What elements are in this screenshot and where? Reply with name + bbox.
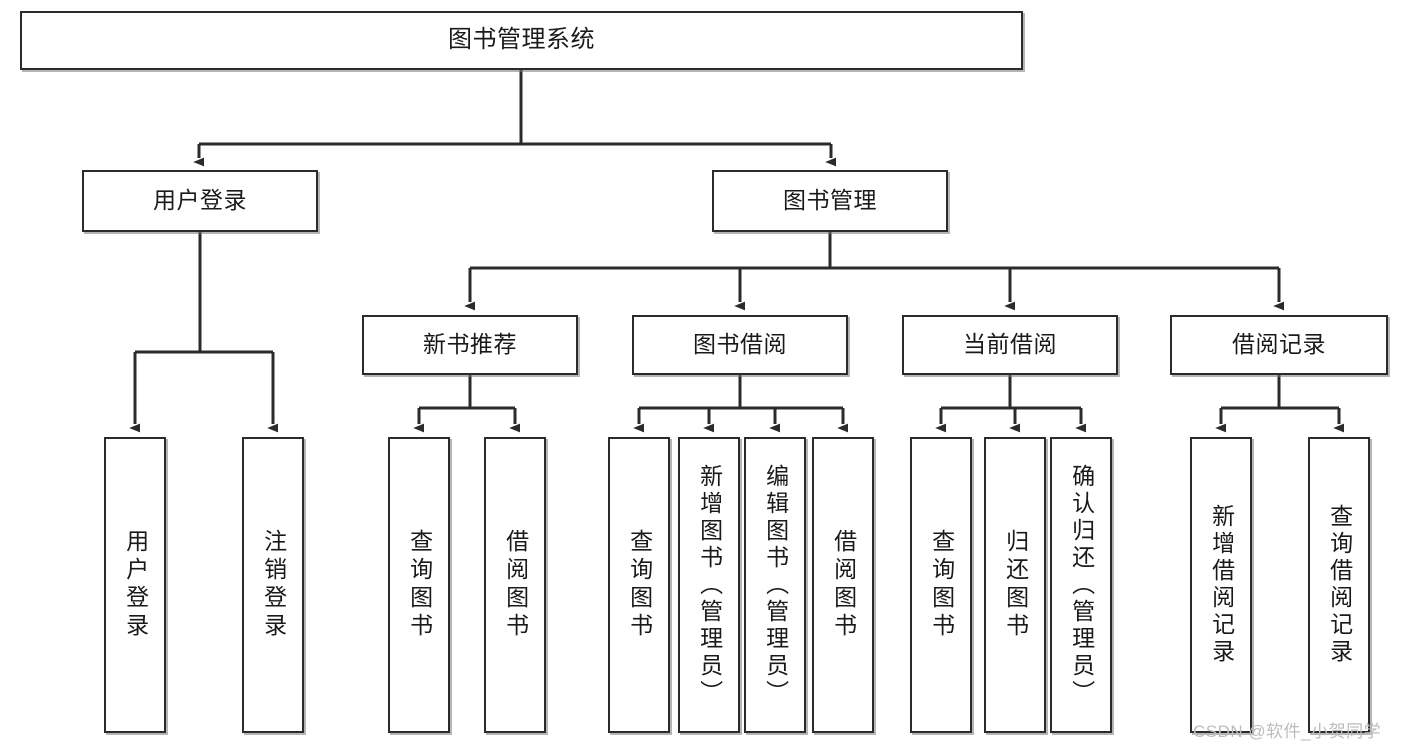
node-current-borrow[interactable]: 当前借阅 (902, 315, 1118, 375)
node-user-login[interactable]: 用户登录 (82, 170, 318, 232)
leaf-query-book-recommend[interactable]: 查询图书 (388, 437, 450, 733)
node-label: 查询图书 (928, 529, 955, 641)
node-label: 图书管理系统 (448, 26, 595, 54)
node-label: 编辑图书（管理员） (762, 463, 789, 707)
node-new-book-recommendation[interactable]: 新书推荐 (362, 315, 578, 375)
node-label: 查询图书 (626, 529, 653, 641)
node-label: 图书借阅 (693, 331, 787, 358)
leaf-borrow-book-recommend[interactable]: 借阅图书 (484, 437, 546, 733)
node-label: 用户登录 (153, 187, 247, 214)
leaf-confirm-return-admin[interactable]: 确认归还（管理员） (1050, 437, 1112, 733)
leaf-query-book-current[interactable]: 查询图书 (910, 437, 972, 733)
leaf-query-book-borrow[interactable]: 查询图书 (608, 437, 670, 733)
leaf-return-book[interactable]: 归还图书 (984, 437, 1046, 733)
node-label: 借阅图书 (830, 529, 857, 641)
leaf-add-borrow-record[interactable]: 新增借阅记录 (1190, 437, 1252, 733)
leaf-borrow-book[interactable]: 借阅图书 (812, 437, 874, 733)
node-book-borrow[interactable]: 图书借阅 (632, 315, 848, 375)
node-label: 用户登录 (122, 529, 149, 641)
leaf-query-borrow-record[interactable]: 查询借阅记录 (1308, 437, 1370, 733)
node-label: 确认归还（管理员） (1068, 463, 1095, 707)
node-label: 注销登录 (260, 529, 287, 641)
node-label: 归还图书 (1002, 529, 1029, 641)
node-label: 新书推荐 (423, 331, 517, 358)
leaf-user-login[interactable]: 用户登录 (104, 437, 166, 733)
node-borrow-records[interactable]: 借阅记录 (1170, 315, 1388, 375)
leaf-add-book-admin[interactable]: 新增图书（管理员） (678, 437, 740, 733)
node-label: 当前借阅 (963, 331, 1057, 358)
node-book-management[interactable]: 图书管理 (712, 170, 948, 232)
leaf-edit-book-admin[interactable]: 编辑图书（管理员） (744, 437, 806, 733)
node-label: 借阅记录 (1232, 331, 1326, 358)
node-label: 查询借阅记录 (1326, 504, 1353, 666)
node-label: 借阅图书 (502, 529, 529, 641)
csdn-watermark: CSDN @软件_小贺同学 (1193, 722, 1382, 741)
node-root-system[interactable]: 图书管理系统 (20, 11, 1023, 70)
node-label: 新增图书（管理员） (696, 463, 723, 707)
leaf-logout[interactable]: 注销登录 (242, 437, 304, 733)
node-label: 图书管理 (783, 187, 877, 214)
node-label: 查询图书 (406, 529, 433, 641)
node-label: 新增借阅记录 (1208, 504, 1235, 666)
